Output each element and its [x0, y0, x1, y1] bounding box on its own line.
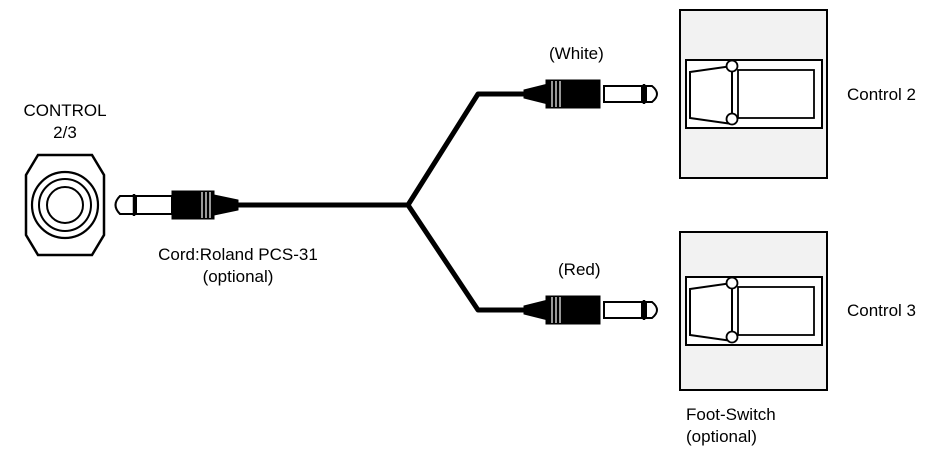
white-plug-label: (White) [549, 44, 604, 63]
white-plug-icon [523, 79, 658, 109]
left-plug-icon [114, 190, 239, 220]
cord-label-line1: Cord:Roland PCS-31 [158, 245, 318, 264]
footswitch-label: Foot-Switch (optional) [686, 404, 776, 448]
footswitch-control2-icon [679, 9, 828, 179]
cord-label-line2: (optional) [202, 267, 274, 286]
jack-title-line2: 2/3 [53, 123, 77, 142]
red-plug-label: (Red) [558, 260, 601, 279]
footswitch-label-line2: (optional) [686, 427, 757, 446]
control3-label: Control 3 [847, 301, 916, 320]
y-cord-cable [238, 91, 526, 313]
footswitch-label-line1: Foot-Switch [686, 405, 776, 424]
red-plug-icon [523, 295, 658, 325]
control2-label: Control 2 [847, 85, 916, 104]
jack-title-line1: CONTROL [23, 101, 107, 120]
control-jack-icon [24, 153, 106, 257]
jack-label: CONTROL 2/3 [5, 100, 125, 144]
footswitch-control3-icon [679, 231, 828, 391]
cord-label: Cord:Roland PCS-31 (optional) [153, 244, 323, 288]
